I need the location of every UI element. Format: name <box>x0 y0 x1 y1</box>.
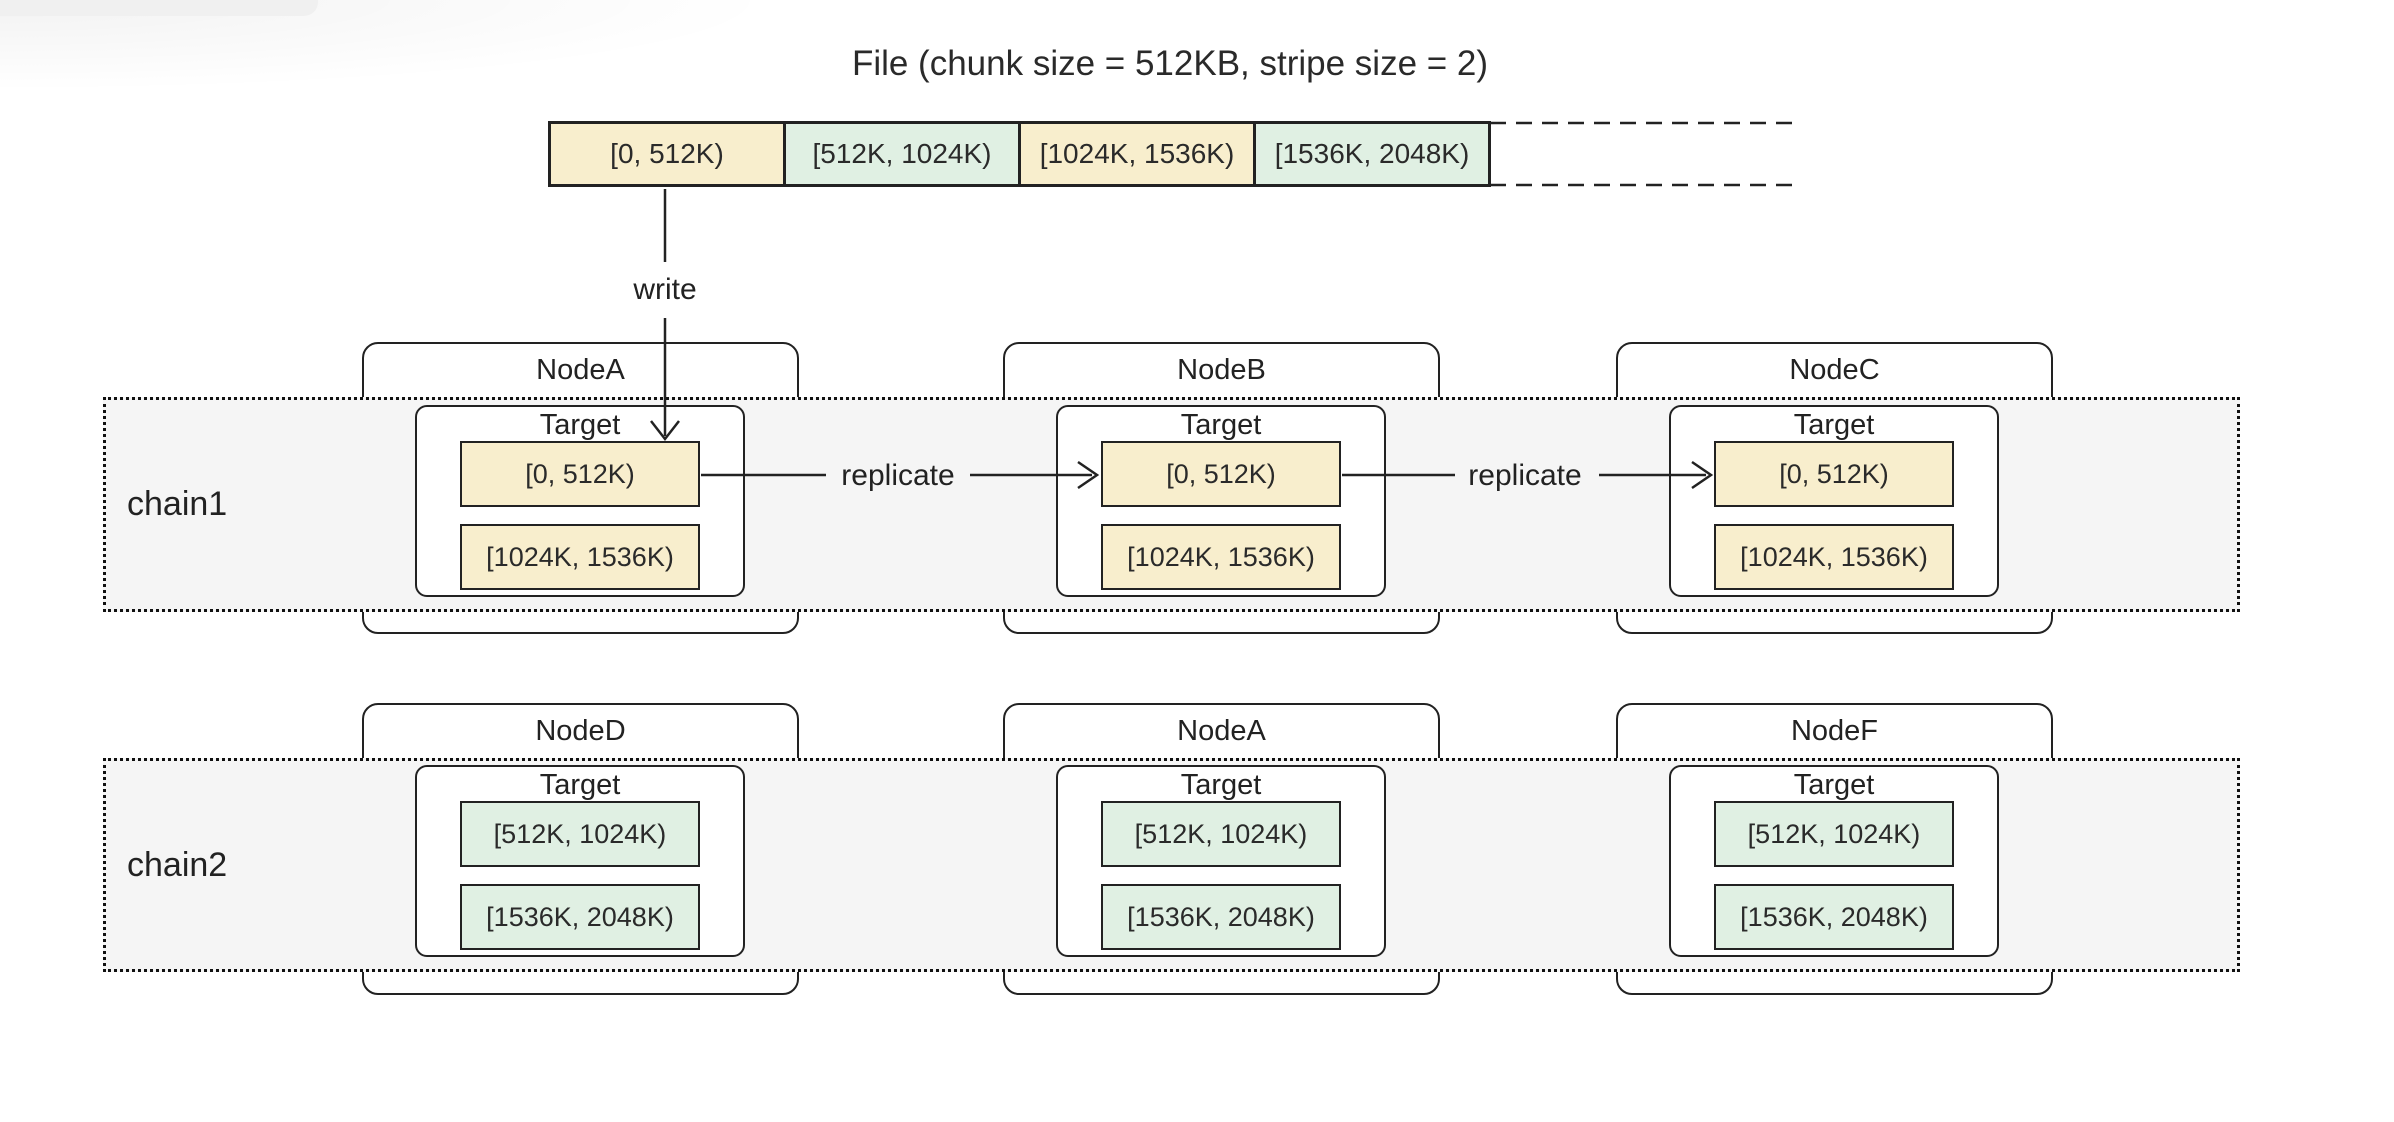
target-chunk: [1536K, 2048K) <box>460 884 700 950</box>
target-label: Target <box>1180 409 1262 441</box>
target-box-chain1-node2: Target [0, 512K) [1024K, 1536K) <box>1056 405 1386 597</box>
file-chunk: [1536K, 2048K) <box>1253 121 1491 187</box>
node-name-chain1-node1: NodeA <box>536 353 625 386</box>
diagram-title: File (chunk size = 512KB, stripe size = … <box>851 44 1489 83</box>
target-label: Target <box>539 769 621 801</box>
target-chunk: [1024K, 1536K) <box>1101 524 1341 590</box>
target-box-chain2-node2: Target [512K, 1024K) [1536K, 2048K) <box>1056 765 1386 957</box>
node-name-chain2-node3: NodeF <box>1790 714 1879 747</box>
file-chunk-strip: [0, 512K) [512K, 1024K) [1024K, 1536K) [… <box>548 121 1492 187</box>
target-label: Target <box>1793 769 1875 801</box>
chain1-label: chain1 <box>127 484 228 523</box>
target-label: Target <box>1180 769 1262 801</box>
target-chunk: [1536K, 2048K) <box>1101 884 1341 950</box>
target-chunk: [512K, 1024K) <box>1101 801 1341 867</box>
replicate-label-1: replicate <box>841 459 955 492</box>
target-box-chain2-node1: Target [512K, 1024K) [1536K, 2048K) <box>415 765 745 957</box>
node-name-chain2-node1: NodeD <box>535 714 626 747</box>
target-box-chain1-node1: Target [0, 512K) [1024K, 1536K) <box>415 405 745 597</box>
target-box-chain1-node3: Target [0, 512K) [1024K, 1536K) <box>1669 405 1999 597</box>
file-chunk: [0, 512K) <box>548 121 786 187</box>
target-chunk: [0, 512K) <box>1101 441 1341 507</box>
target-chunk: [1024K, 1536K) <box>1714 524 1954 590</box>
corner-gradient <box>0 0 1200 120</box>
target-chunk: [0, 512K) <box>460 441 700 507</box>
target-chunk: [512K, 1024K) <box>1714 801 1954 867</box>
target-chunk: [1536K, 2048K) <box>1714 884 1954 950</box>
file-chunk: [512K, 1024K) <box>783 121 1021 187</box>
chain2-label: chain2 <box>127 845 228 884</box>
target-chunk: [512K, 1024K) <box>460 801 700 867</box>
node-name-chain1-node2: NodeB <box>1177 353 1266 386</box>
node-name-chain2-node2: NodeA <box>1177 714 1266 747</box>
file-continuation-dashes <box>1490 121 1792 187</box>
node-name-chain1-node3: NodeC <box>1789 353 1880 386</box>
write-label: write <box>633 273 697 306</box>
target-box-chain2-node3: Target [512K, 1024K) [1536K, 2048K) <box>1669 765 1999 957</box>
corner-shade <box>0 0 318 16</box>
replicate-label-2: replicate <box>1468 459 1582 492</box>
file-chunk: [1024K, 1536K) <box>1018 121 1256 187</box>
target-chunk: [1024K, 1536K) <box>460 524 700 590</box>
target-chunk: [0, 512K) <box>1714 441 1954 507</box>
target-label: Target <box>539 409 621 441</box>
target-label: Target <box>1793 409 1875 441</box>
